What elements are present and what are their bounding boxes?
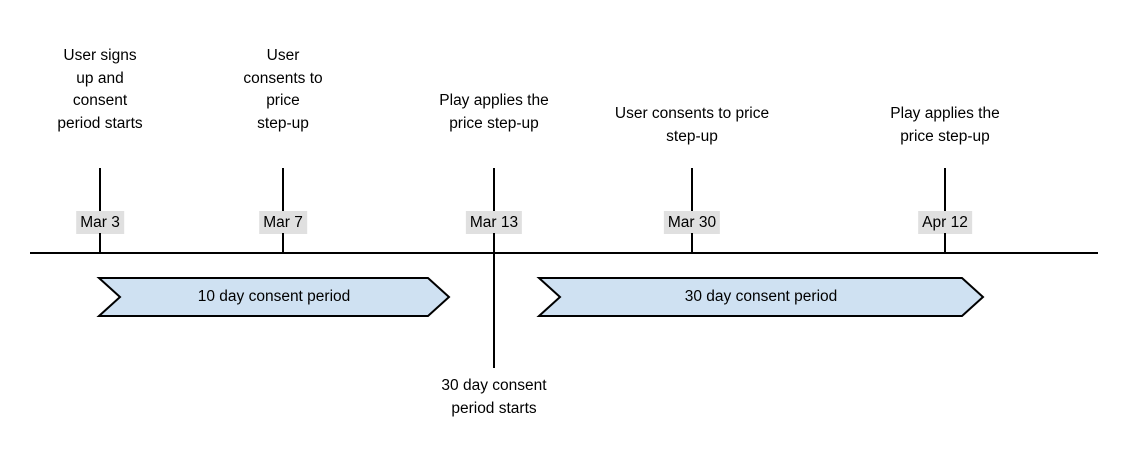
event-label-apr-12: Play applies the price step-up bbox=[890, 105, 1000, 145]
chevron-shape bbox=[96, 277, 451, 317]
date-chip-mar-3[interactable]: Mar 3 bbox=[76, 211, 124, 234]
timeline-axis bbox=[30, 252, 1098, 254]
consent-period-banner-10-day[interactable]: 10 day consent period bbox=[96, 277, 451, 317]
consent-period-banner-30-day[interactable]: 30 day consent period bbox=[536, 277, 985, 317]
date-chip-mar-13[interactable]: Mar 13 bbox=[465, 211, 523, 234]
event-tick-upper-mar-3 bbox=[99, 168, 101, 212]
date-chip-mar-30[interactable]: Mar 30 bbox=[663, 211, 721, 234]
event-tick-upper-mar-13 bbox=[493, 168, 495, 212]
event-tick-lower-mar-7 bbox=[282, 233, 284, 254]
event-label-mar-3: User signs up and consent period starts bbox=[57, 47, 143, 132]
chevron-shape bbox=[536, 277, 985, 317]
event-tick-lower-mar-3 bbox=[99, 233, 101, 254]
event-tick-lower-apr-12 bbox=[944, 233, 946, 254]
callout-drop-line-mar-13 bbox=[493, 254, 495, 368]
event-label-mar-13: Play applies the price step-up bbox=[439, 92, 549, 132]
event-tick-lower-mar-13 bbox=[493, 233, 495, 254]
event-label-mar-7: User consents to price step-up bbox=[243, 47, 323, 132]
event-label-mar-30: User consents to price step-up bbox=[614, 105, 770, 145]
event-tick-upper-mar-30 bbox=[691, 168, 693, 212]
date-chip-apr-12[interactable]: Apr 12 bbox=[918, 211, 972, 234]
callout-label-30-day-consent-start: 30 day consent period starts bbox=[441, 377, 547, 417]
event-tick-upper-mar-7 bbox=[282, 168, 284, 212]
event-tick-lower-mar-30 bbox=[691, 233, 693, 254]
event-tick-upper-apr-12 bbox=[944, 168, 946, 212]
date-chip-mar-7[interactable]: Mar 7 bbox=[259, 211, 307, 234]
